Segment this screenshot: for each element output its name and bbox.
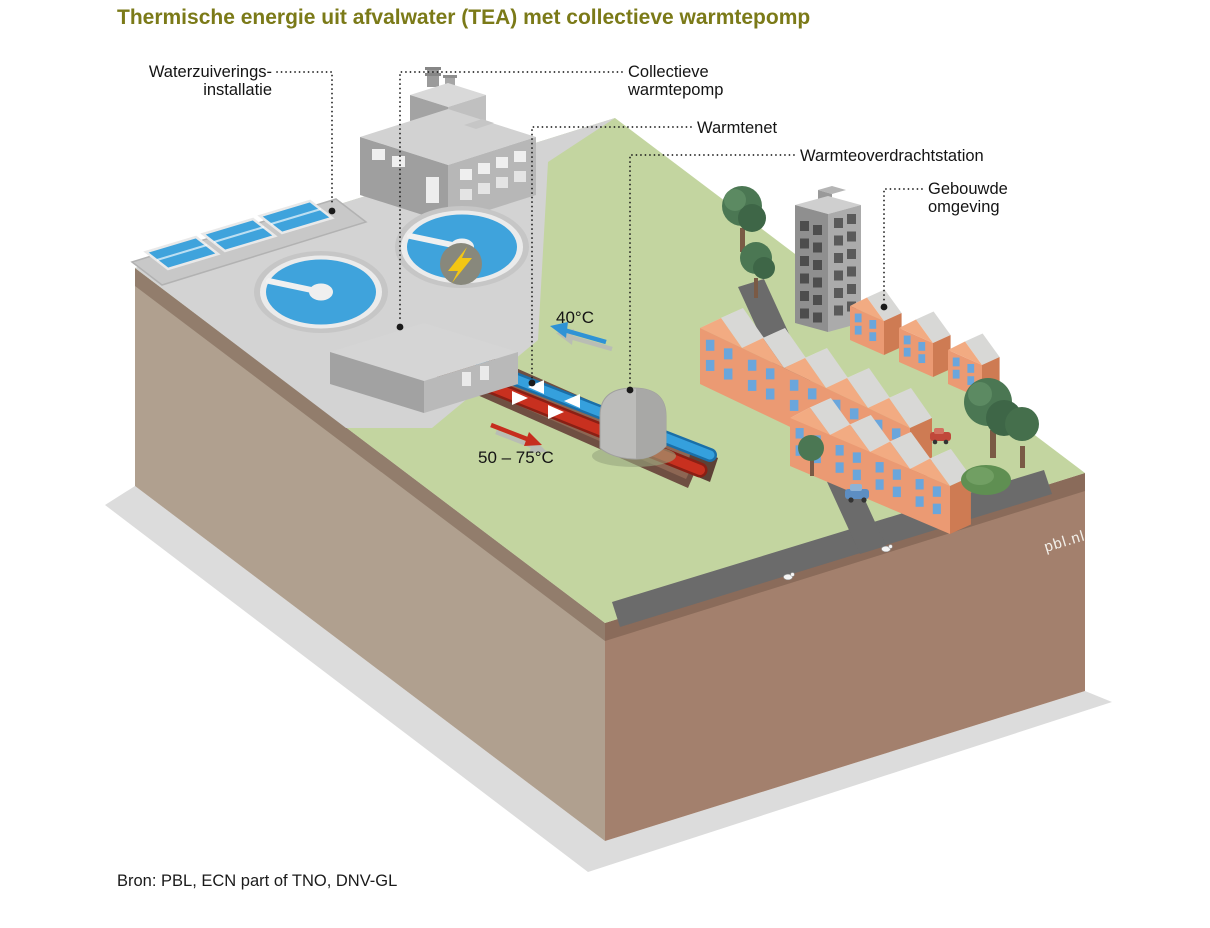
animals [783, 544, 893, 581]
cars [845, 428, 951, 503]
chimney [445, 75, 455, 91]
heat-transfer-station [592, 387, 676, 467]
roof-vent [464, 119, 494, 129]
factory-door [426, 177, 439, 203]
leader-lines [276, 71, 923, 394]
tower-windows [800, 214, 856, 323]
energy-bolt-icon [440, 243, 482, 285]
hot-flow-chevron [548, 405, 564, 419]
supply-temperature: 50 – 75°C [478, 448, 554, 467]
bush [961, 465, 1011, 495]
supply-arrow [490, 422, 542, 446]
aeration-basins [130, 198, 368, 286]
return-arrow [550, 322, 607, 345]
label-warmtepomp-line2: warmtepomp [627, 81, 723, 99]
red-car [930, 428, 951, 445]
hot-flow-chevron [512, 391, 528, 405]
label-warmtenet: Warmtenet [697, 119, 777, 137]
trees-left [722, 186, 775, 298]
cold-flow-chevron [528, 380, 544, 394]
label-waterzuivering-line1: Waterzuiverings- [149, 63, 272, 81]
label-gebouwde-line2: omgeving [928, 198, 1000, 216]
ground-shadow [105, 486, 1112, 872]
row-houses-back [790, 398, 971, 534]
return-temperature: 40°C [556, 308, 594, 327]
label-gebouwde-line1: Gebouwde [928, 180, 1008, 198]
cold-flow-chevron [564, 394, 580, 408]
callout-labels: Waterzuiverings- installatie Collectieve… [149, 63, 1008, 216]
chimney [427, 67, 439, 87]
row-houses-front [700, 308, 932, 484]
blue-car [845, 484, 869, 503]
heat-pump-building [330, 323, 518, 413]
trees-right [798, 378, 1039, 476]
treatment-plant-building [360, 67, 536, 223]
label-overdrachtstation: Warmteoverdrachtstation [800, 147, 984, 165]
page-title: Thermische energie uit afvalwater (TEA) … [117, 6, 811, 29]
label-waterzuivering-line2: installatie [203, 81, 272, 99]
source-credit: Bron: PBL, ECN part of TNO, DNV-GL [117, 872, 398, 890]
apartment-tower [795, 186, 861, 332]
label-warmtepomp-line1: Collectieve [628, 63, 709, 81]
temperature-annotations: 40°C 50 – 75°C [478, 308, 613, 467]
